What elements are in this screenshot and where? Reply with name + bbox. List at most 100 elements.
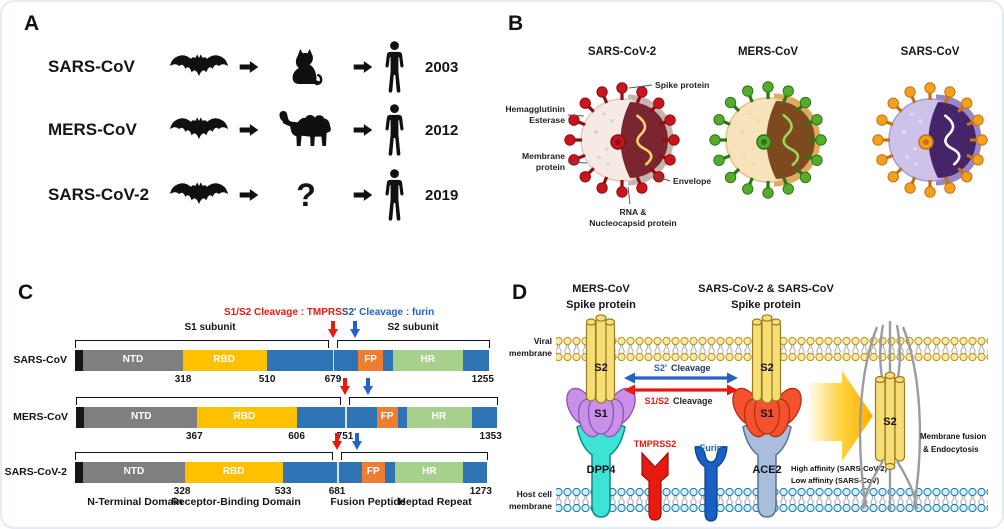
bat-icon <box>170 117 228 140</box>
host-membrane-label-1: Host cell <box>517 489 552 499</box>
s1s2-cleavage-arrow <box>339 378 351 395</box>
residue-1273: 1273 <box>469 486 492 497</box>
virion-mers-cov <box>709 81 827 199</box>
residue-1353: 1353 <box>479 431 502 442</box>
panel-virions-canvas: SARS-CoV-2 MERS-CoV SARS-CoV Spike prote… <box>505 46 988 228</box>
bat-icon <box>170 54 228 77</box>
arrow-tip <box>327 329 338 338</box>
tmprss2-protease <box>641 451 669 521</box>
s1s2-cleavage-arrow <box>327 321 339 338</box>
s2-bracket <box>341 452 488 460</box>
mers-s2-label: S2 <box>594 362 607 374</box>
transmission-row-MERS-CoV: MERS-CoV 2012 <box>48 100 493 160</box>
row-label-SARS-CoV-2: SARS-CoV-2 <box>4 466 67 478</box>
leader-spike-protein <box>628 84 653 89</box>
residue-533: 533 <box>274 486 292 497</box>
human-icon <box>385 104 404 156</box>
label-membrane-2: protein <box>536 162 565 172</box>
leader-hemagglutinin <box>567 114 585 117</box>
arrow-right-icon <box>239 61 259 73</box>
transition-arrow <box>810 371 873 461</box>
label-rna-1: RNA & <box>620 207 647 217</box>
camel-icon <box>279 111 331 146</box>
s2prime-cleavage-arrow <box>362 378 374 395</box>
postfusion-s2-bundle: S2 <box>858 321 922 511</box>
row-label-SARS-CoV: SARS-CoV <box>13 354 67 366</box>
sars-s1-label: S1 <box>760 408 773 420</box>
arrow-right-icon <box>239 124 259 136</box>
arrow-stem <box>343 378 347 386</box>
segment-ntd <box>83 407 198 428</box>
s2-subunit-label: S2 subunit <box>387 322 439 333</box>
intermediate-host <box>270 109 342 151</box>
year: 2019 <box>425 186 459 204</box>
virus-name: MERS-CoV <box>48 120 137 139</box>
sars-spike-heading-2: Spike protein <box>731 299 801 311</box>
cleavage-divider <box>337 462 339 483</box>
cat-icon <box>292 49 323 86</box>
s1-subunit-label: S1 subunit <box>184 322 236 333</box>
sars-s2-label: S2 <box>760 362 773 374</box>
cleavage-divider <box>345 407 347 428</box>
virion-title-mers-cov: MERS-CoV <box>738 46 798 58</box>
s1s2-cleavage-text-2: Cleavage <box>673 396 713 406</box>
arrow-tip <box>363 386 374 395</box>
arrow-right-icon <box>353 124 373 136</box>
residue-1255: 1255 <box>471 374 494 385</box>
arrow-right-icon <box>353 61 373 73</box>
s1s2-cleavage-text-1: S1/S2 <box>644 396 669 406</box>
transmission-row-SARS-CoV-2: SARS-CoV-2?2019 <box>48 165 493 225</box>
arrow-stem <box>366 378 370 386</box>
segment-fp <box>362 462 385 483</box>
question-mark: ? <box>296 177 316 213</box>
postfusion-s2-label: S2 <box>883 416 896 428</box>
mers-s2-stalk <box>585 314 616 404</box>
arrow-right-icon <box>239 189 259 201</box>
segment-label-RBD: RBD <box>213 354 235 365</box>
s1s2-cleavage-arrow <box>331 433 343 450</box>
segment-base <box>463 462 487 483</box>
tmprss2-label: TMPRSS2 <box>634 439 677 449</box>
s2prime-cleavage-arrow <box>349 321 361 338</box>
segment-label-HR: HR <box>420 354 435 365</box>
intermediate-host <box>270 45 342 89</box>
furin-label: Furin <box>700 443 723 453</box>
cleavage-divider <box>332 350 335 371</box>
s2-cylinders <box>874 371 906 471</box>
segment-fp <box>358 350 383 371</box>
segment-label-HR: HR <box>431 411 447 422</box>
panel-d-label: D <box>512 281 528 304</box>
membrane-fusion-note-1: Membrane fusion <box>920 432 986 441</box>
footer-receptor-binding-domain: Receptor-Binding Domain <box>171 496 301 508</box>
segment-cap <box>75 462 84 483</box>
low-affinity-note: Low affinity (SARS-CoV) <box>791 476 880 485</box>
mers-spike-heading-1: MERS-CoV <box>572 283 630 295</box>
s2prime-cleavage-label: S2' Cleavage : furin <box>341 307 435 318</box>
human-icon <box>385 41 404 93</box>
s2-bracket <box>349 397 498 405</box>
year: 2003 <box>425 58 459 76</box>
s1s2-cleavage-arrow <box>624 384 738 396</box>
virion-title-sars-cov-2: SARS-CoV-2 <box>588 46 656 58</box>
viral-membrane-label-2: membrane <box>509 348 552 358</box>
sars-spike-complex: S2 S1 ACE2 <box>732 314 802 518</box>
arrow-stem <box>331 321 335 329</box>
residue-751: 751 <box>336 431 354 442</box>
hr-strands <box>858 321 922 511</box>
segment-hr <box>392 350 463 371</box>
segment-rbd <box>197 407 298 428</box>
label-envelope: Envelope <box>673 176 711 186</box>
arrow-stem <box>353 321 357 329</box>
footer-n-terminal-domain: N-Terminal Domain <box>87 496 183 508</box>
year: 2012 <box>425 121 459 139</box>
residue-367: 367 <box>185 431 203 442</box>
segment-label-FP: FP <box>380 411 394 422</box>
host-membrane-label-2: membrane <box>509 501 552 511</box>
s2prime-cleavage-text-2: Cleavage <box>671 363 711 373</box>
segment-label-NTD: NTD <box>130 411 152 422</box>
footer-fusion-peptide: Fusion Peptide <box>330 496 406 508</box>
